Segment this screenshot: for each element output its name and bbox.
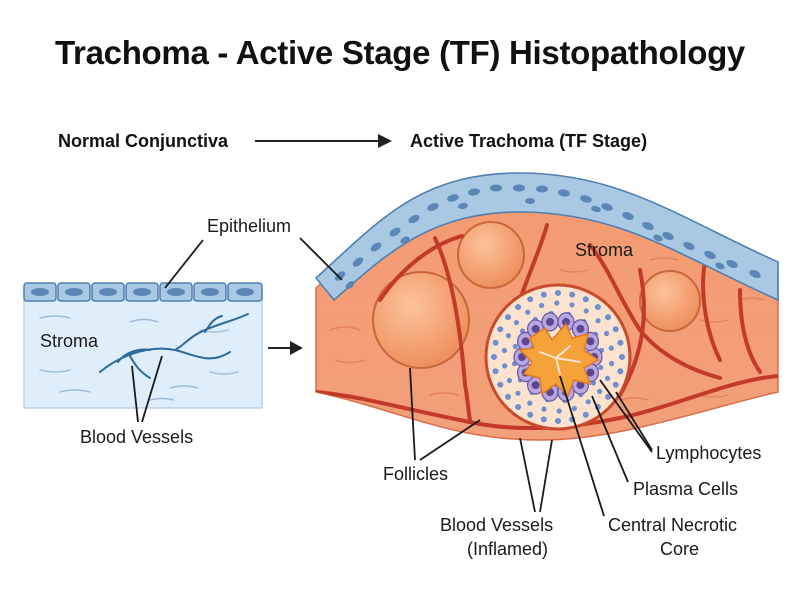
lymphocyte-dot — [525, 309, 531, 315]
lymphocyte-dot — [617, 339, 624, 346]
blood-vessels-leader-1 — [131, 365, 139, 423]
blood-vessels-inflamed-label-1: Blood Vessels — [440, 515, 553, 535]
lymphocyte-dot — [527, 411, 534, 418]
active-trachoma-tissue — [314, 172, 779, 441]
stroma-right-label: Stroma — [575, 240, 634, 260]
lymphocyte-dot — [505, 333, 511, 339]
lymphocyte-dot — [513, 320, 520, 326]
lymphocyte-dot — [512, 343, 518, 350]
plasma-cells-leader — [591, 395, 629, 483]
lymphocyte-dot — [515, 390, 521, 396]
lymphocyte-dot — [539, 302, 545, 309]
lymphocyte-dot — [555, 290, 561, 296]
lymphocyte-dot — [594, 304, 601, 310]
blood-vessels-label: Blood Vessels — [80, 427, 193, 447]
lymphocyte-dot — [502, 363, 508, 369]
normal-epithelium-nuclei — [31, 288, 254, 296]
normal-blood-vessel-icon — [99, 313, 249, 379]
lymphocyte-dot — [619, 354, 625, 360]
inflamed-blood-vessels — [316, 223, 778, 431]
page-title: Trachoma - Active Stage (TF) Histopathol… — [55, 34, 745, 71]
lymphocyte-dot — [515, 304, 522, 310]
follicles-leader-2 — [419, 419, 481, 461]
lymphocyte-dot — [505, 314, 511, 321]
lymphocyte-dot — [492, 368, 499, 375]
stroma-left-label: Stroma — [40, 331, 99, 351]
lymphocytes-label: Lymphocytes — [656, 443, 761, 463]
lymphocyte-dot — [569, 302, 575, 308]
lymphocyte-dot — [569, 291, 576, 298]
normal-stroma-fibers — [39, 315, 239, 401]
follicles-leader-1 — [409, 367, 416, 461]
epithelium-nuclei — [334, 184, 761, 289]
lymphocyte-dot — [491, 354, 497, 360]
necrotic-label-2: Core — [660, 539, 699, 559]
lymphocyte-dot — [501, 347, 507, 354]
necrotic-leader — [559, 375, 605, 517]
lymphocyte-dot — [527, 296, 534, 303]
normal-stroma — [23, 299, 263, 409]
blood-vessels-inflamed-label-2: (Inflamed) — [467, 539, 548, 559]
lymphocyte-dot — [604, 330, 610, 337]
lymphocyte-dot — [527, 400, 533, 406]
header-arrow-head — [378, 134, 392, 148]
lymphocytes-leader-1 — [615, 391, 653, 451]
necrotic-label-1: Central Necrotic — [608, 515, 737, 535]
lymphocyte-dot — [554, 300, 560, 306]
lymphocyte-dot — [583, 308, 589, 314]
lymphocytes-leader-2 — [599, 379, 653, 453]
lymphocyte-dot — [617, 368, 624, 375]
lymphocyte-dot — [609, 360, 615, 367]
lymphocyte-dot — [497, 326, 504, 333]
follicles-label: Follicles — [383, 464, 448, 484]
lymphocyte-dot — [612, 381, 619, 388]
lymphocyte-dot — [540, 291, 547, 298]
lymphocyte-dot — [506, 377, 512, 384]
follicle-top — [457, 221, 525, 289]
inflamed-vessels-leader-2 — [539, 439, 553, 513]
lymphocyte-dot — [585, 399, 591, 405]
epithelium-label: Epithelium — [207, 216, 291, 236]
lymphocyte-dot — [605, 375, 611, 381]
lymphocyte-dot — [582, 411, 589, 418]
lymphocyte-dot — [605, 393, 611, 400]
lymphocyte-dot — [540, 416, 547, 423]
normal-conjunctiva-heading: Normal Conjunctiva — [58, 131, 229, 151]
lymphocyte-dot — [595, 318, 601, 324]
lymphocyte-dot — [598, 364, 604, 371]
epithelium-leader-right — [299, 237, 343, 281]
necrotic-core-cracks — [539, 345, 581, 375]
lymphocyte-dot — [605, 314, 611, 321]
transition-arrow-head — [290, 341, 303, 355]
lymphocyte-dot — [556, 408, 562, 414]
necrotic-core — [518, 322, 600, 398]
lymphocyte-dot — [505, 393, 511, 400]
lymphocyte-dot — [597, 388, 603, 394]
lymphocyte-dot — [497, 381, 504, 388]
lymphocyte-dot — [582, 296, 589, 303]
lymphocyte-dot — [571, 405, 578, 412]
central-follicle — [484, 283, 632, 431]
lymphocyte-dot — [541, 406, 547, 412]
normal-conjunctiva — [23, 282, 263, 409]
blood-vessels-leader-2 — [141, 355, 163, 423]
active-trachoma-heading: Active Trachoma (TF Stage) — [410, 131, 647, 151]
follicle-left — [372, 271, 470, 369]
plasma-cell — [541, 312, 559, 332]
lymphocyte-dot — [555, 418, 561, 424]
plasma-cell — [516, 331, 535, 351]
follicles — [372, 221, 701, 369]
follicle-right — [639, 270, 701, 332]
lymphocyte-dot — [612, 326, 619, 333]
inflamed-vessels-leader-1 — [519, 437, 536, 513]
epithelium-leader-left — [164, 239, 204, 289]
lymphocyte-dot — [492, 339, 499, 346]
lymphocyte-dot — [608, 345, 614, 351]
plasma-cells-label: Plasma Cells — [633, 479, 738, 499]
lymphocyte-dot — [515, 404, 522, 410]
